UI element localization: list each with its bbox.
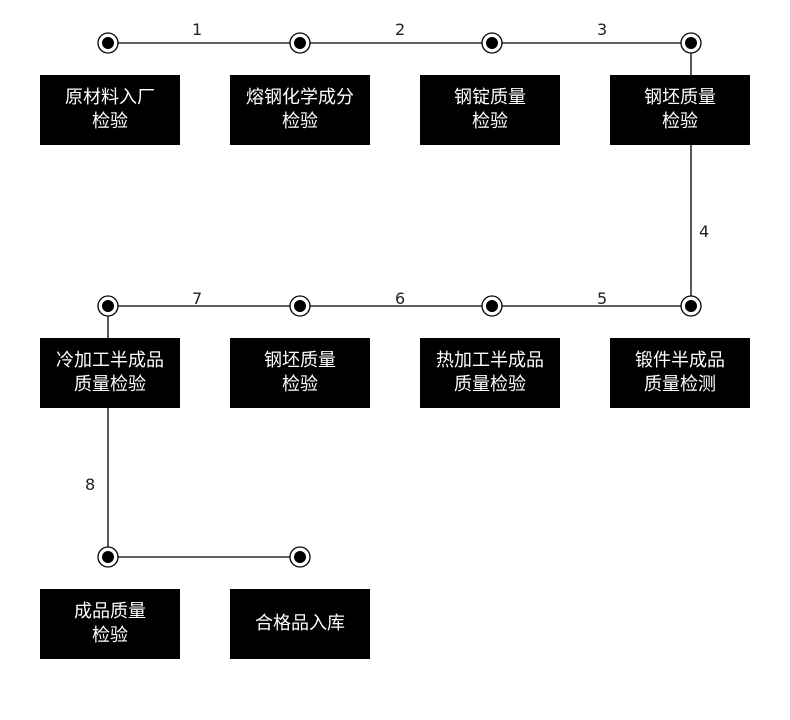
node-marker [680, 32, 702, 54]
step-hot-work-semi-finished-inspection: 热加工半成品质量检验 [420, 338, 560, 408]
step-label-line1: 锻件半成品 [635, 350, 725, 371]
step-label-line1: 熔钢化学成分 [246, 87, 354, 108]
node-marker [97, 546, 119, 568]
connector-label-5: 5 [597, 289, 608, 308]
step-label-line2: 质量检验 [454, 374, 526, 395]
connector-label-8: 8 [85, 475, 96, 494]
step-label-line2: 检验 [282, 111, 318, 132]
connector-label-6: 6 [395, 289, 406, 308]
step-label-line2: 检验 [92, 625, 128, 646]
node-marker [289, 32, 311, 54]
step-label-line1: 钢坯质量 [264, 350, 336, 371]
step-ingot-quality-inspection: 钢锭质量检验 [420, 75, 560, 145]
step-cold-work-semi-finished-inspection: 冷加工半成品质量检验 [40, 338, 180, 408]
step-forging-semi-finished-inspection: 锻件半成品质量检测 [610, 338, 750, 408]
step-label-line1: 合格品入库 [255, 613, 345, 634]
step-label-line1: 成品质量 [74, 601, 146, 622]
step-label-line1: 冷加工半成品 [56, 350, 164, 371]
step-label-line2: 检验 [282, 374, 318, 395]
step-melt-chemistry-inspection: 熔钢化学成分检验 [230, 75, 370, 145]
node-marker [481, 295, 503, 317]
connector-label-2: 2 [395, 20, 406, 39]
node-marker [680, 295, 702, 317]
step-label-line2: 质量检验 [74, 374, 146, 395]
step-label-line2: 检验 [92, 111, 128, 132]
step-label-line1: 原材料入厂 [65, 87, 155, 108]
node-markers [97, 32, 702, 568]
step-label-line1: 钢坯质量 [644, 87, 716, 108]
step-label-line1: 热加工半成品 [436, 350, 544, 371]
step-label-line2: 质量检测 [644, 374, 716, 395]
step-billet-quality-inspection-2: 钢坯质量检验 [230, 338, 370, 408]
step-label-line1: 钢锭质量 [454, 87, 526, 108]
node-marker [481, 32, 503, 54]
connector-label-1: 1 [192, 20, 203, 39]
step-raw-material-inspection: 原材料入厂检验 [40, 75, 180, 145]
step-label-line2: 检验 [662, 111, 698, 132]
connector-label-7: 7 [192, 289, 203, 308]
connector-label-4: 4 [699, 222, 710, 241]
step-qualified-warehousing: 合格品入库 [230, 589, 370, 659]
step-label-line2: 检验 [472, 111, 508, 132]
node-marker [97, 295, 119, 317]
node-marker [289, 295, 311, 317]
step-finished-product-inspection: 成品质量检验 [40, 589, 180, 659]
node-marker [97, 32, 119, 54]
connector-label-3: 3 [597, 20, 608, 39]
step-billet-quality-inspection: 钢坯质量检验 [610, 75, 750, 145]
node-marker [289, 546, 311, 568]
